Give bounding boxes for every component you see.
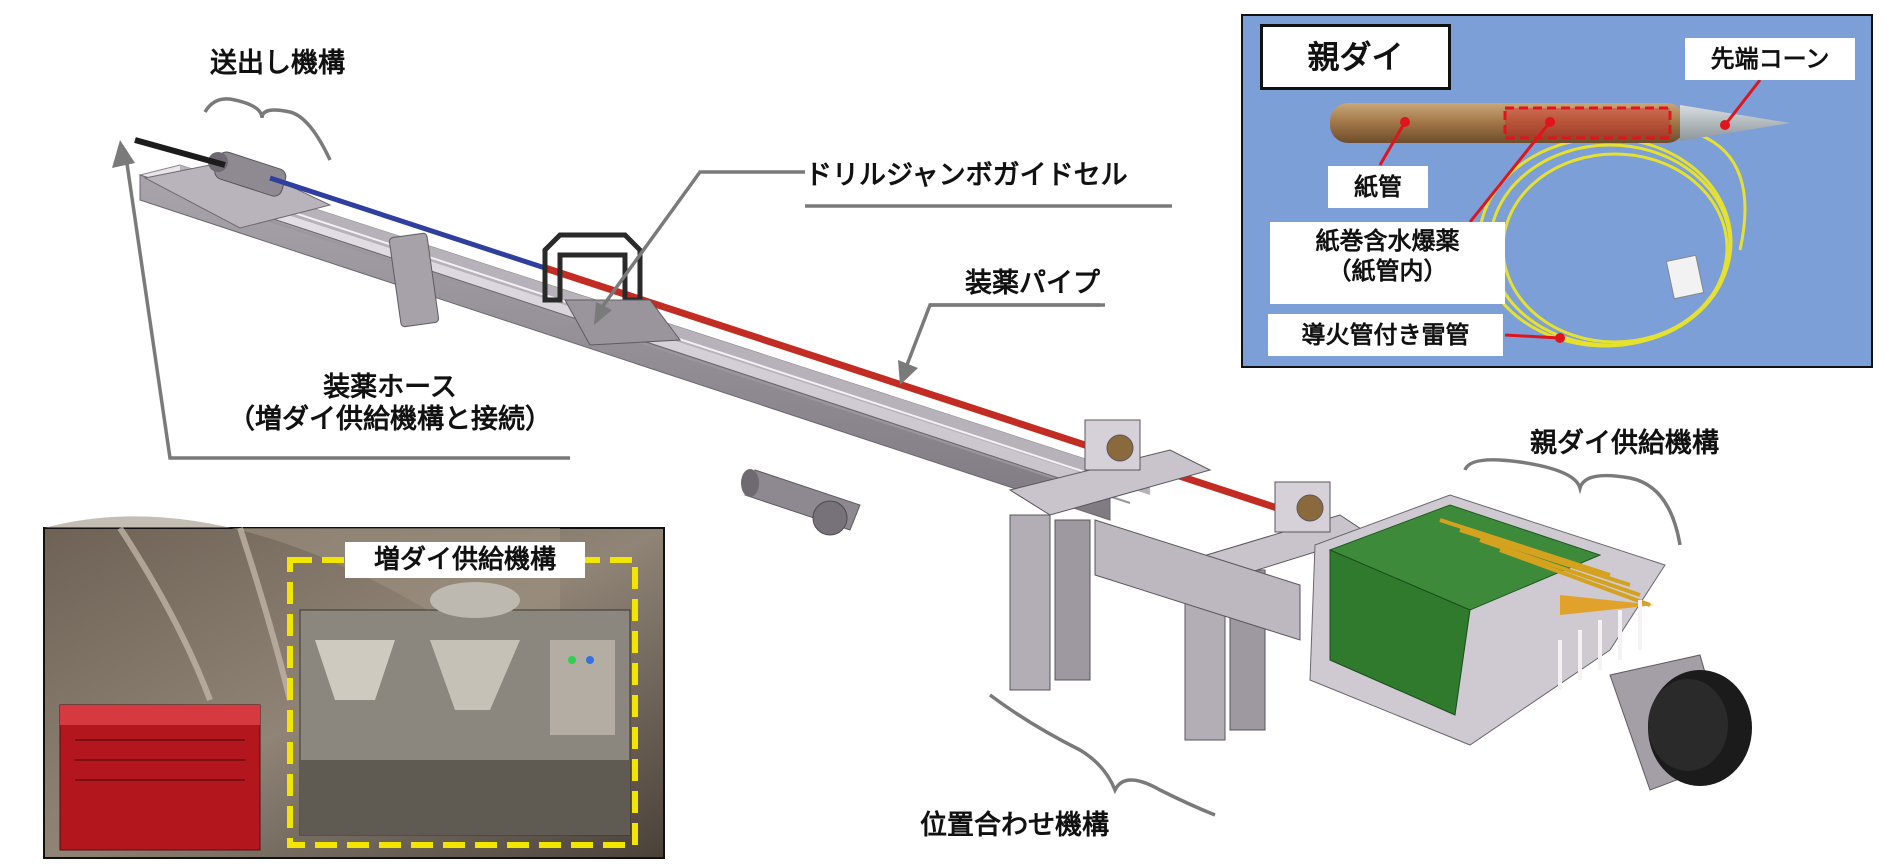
inset-label-tip-cone: 先端コーン xyxy=(1685,38,1855,80)
loading-hose-arrow xyxy=(112,140,135,168)
positioning-mechanism-unit xyxy=(1008,419,1372,741)
inset-marker-dots xyxy=(1400,117,1730,343)
label-positioning: 位置合わせ機構 xyxy=(920,810,1109,841)
booster-photo xyxy=(43,516,665,859)
generator xyxy=(59,704,261,851)
photo-title: 増ダイ供給機構 xyxy=(345,542,585,578)
loading-pipe-arrow xyxy=(898,360,918,385)
paper-tube xyxy=(1330,103,1685,143)
rail-supports xyxy=(388,232,681,346)
tip-cone xyxy=(1680,105,1790,141)
inset-label-explosive: 紙巻含水爆薬 （紙管内） xyxy=(1270,222,1505,304)
inset-title: 親ダイ xyxy=(1260,24,1451,90)
loading-hose-line xyxy=(269,175,546,271)
inset-label-paper-tube: 紙管 xyxy=(1328,166,1428,208)
label-loading-pipe: 装薬パイプ xyxy=(965,268,1100,299)
label-guide-cell: ドリルジャンボガイドセル xyxy=(805,160,1128,191)
guide-cell-arrow xyxy=(594,302,612,325)
inset-label-explosive-line2: （紙管内） xyxy=(1327,257,1448,285)
feed-mechanism-unit xyxy=(134,137,332,229)
inset-label-explosive-line1: 紙巻含水爆薬 xyxy=(1315,227,1460,255)
guide-cell-rail xyxy=(138,164,1152,521)
primer-supply-unit xyxy=(1309,494,1752,791)
label-loading-hose-line2: （増ダイ供給機構と接続） xyxy=(228,404,552,436)
label-feed-mechanism: 送出し機構 xyxy=(210,48,345,79)
explosive-highlight xyxy=(1503,106,1672,140)
label-loading-hose: 装薬ホース （増ダイ供給機構と接続） xyxy=(195,372,585,437)
label-loading-hose-line1: 装薬ホース xyxy=(323,372,457,403)
inset-leaders xyxy=(1378,79,1762,340)
inset-label-detonator: 導火管付き雷管 xyxy=(1268,314,1503,356)
label-primer-supply: 親ダイ供給機構 xyxy=(1530,428,1719,459)
loading-pipe-line xyxy=(543,264,1392,549)
hydraulic-cylinder xyxy=(741,469,861,536)
